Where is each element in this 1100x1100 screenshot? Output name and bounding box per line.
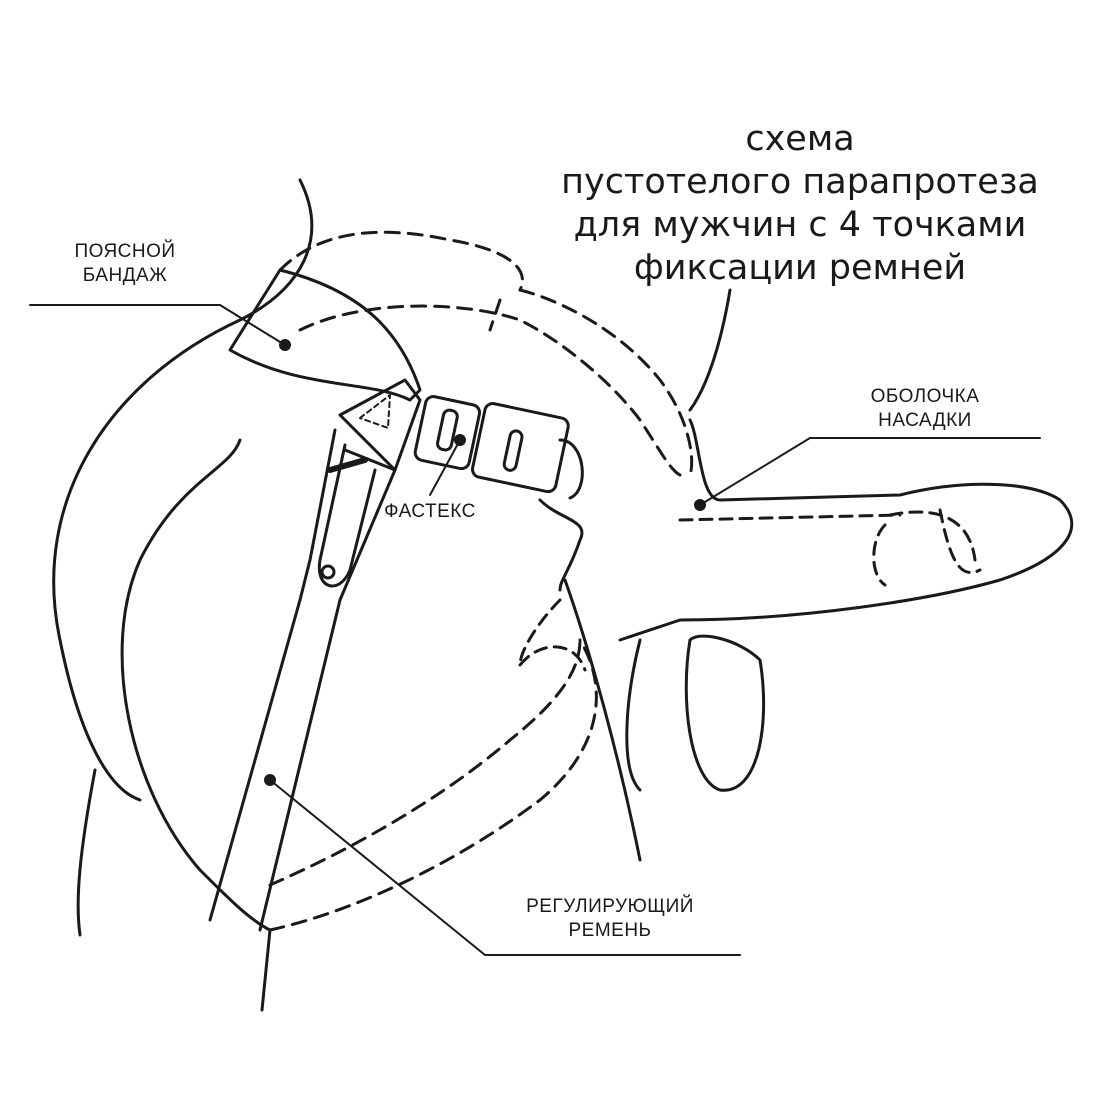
label-line: РЕГУЛИРУЮЩИЙ xyxy=(526,896,694,917)
waist-band-back xyxy=(278,230,682,477)
fastex-triangle xyxy=(338,378,422,472)
pubic-outline xyxy=(538,498,584,592)
attachment-inner-dashed xyxy=(678,508,982,587)
leg-front-outline xyxy=(260,928,272,1012)
label-line: БАНДАЖ xyxy=(82,265,168,286)
title-line: для мужчин с 4 точками xyxy=(573,205,1027,245)
title-line: пустотелого парапротеза xyxy=(561,162,1039,202)
fastex-male xyxy=(413,395,482,471)
adjusting-strap xyxy=(208,428,397,932)
label-fastex: ФАСТЕКС xyxy=(384,501,476,522)
buttock-outline xyxy=(120,438,272,932)
thigh-line xyxy=(563,578,642,862)
waist-band-shape xyxy=(228,268,422,402)
diagram-title: схема пустотелого парапротеза для мужчин… xyxy=(520,118,1080,290)
label-attachment-sleeve: ОБОЛОЧКА НАСАДКИ xyxy=(840,385,1010,433)
scrotum-shape xyxy=(684,634,766,792)
leader-fastex xyxy=(429,439,461,496)
strap-holder xyxy=(317,443,377,588)
label-adjusting-strap: РЕГУЛИРУЮЩИЙ РЕМЕНЬ xyxy=(490,895,730,943)
label-waist-bandage: ПОЯСНОЙ БАНДАЖ xyxy=(50,240,200,288)
lower-strap-dashed xyxy=(268,638,598,932)
title-line: фиксации ремней xyxy=(633,248,967,288)
title-line: схема xyxy=(745,119,855,159)
label-line: ПОЯСНОЙ xyxy=(74,241,176,262)
body-back-outline xyxy=(52,178,314,937)
label-line: ОБОЛОЧКА xyxy=(870,386,980,407)
leader-sleeve xyxy=(699,437,1041,506)
leader-strap xyxy=(269,779,741,956)
leader-waist xyxy=(29,304,286,346)
label-line: РЕМЕНЬ xyxy=(568,920,652,941)
fastex-ring xyxy=(558,438,584,500)
label-line: НАСАДКИ xyxy=(878,410,972,431)
fastex-triangle-inner xyxy=(359,394,391,429)
attachment-upper xyxy=(618,418,1074,642)
waist-band-back-2 xyxy=(488,288,694,477)
fastex-female xyxy=(471,402,570,494)
belly-outline xyxy=(688,288,732,412)
